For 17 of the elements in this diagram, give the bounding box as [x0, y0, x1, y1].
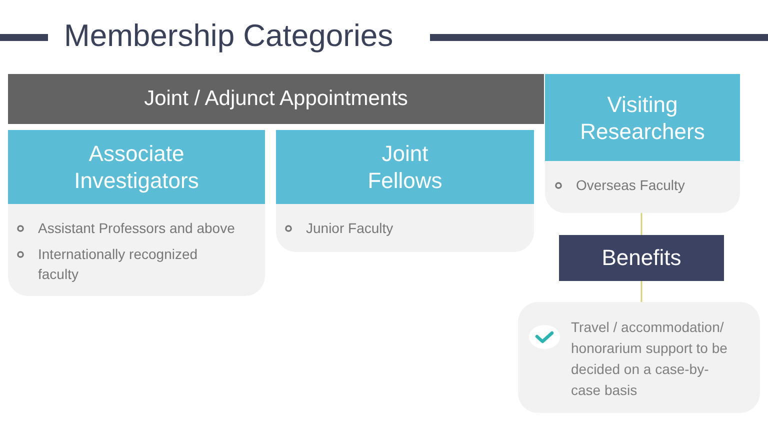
connector-line — [640, 213, 642, 235]
list-item-text: Junior Faculty — [306, 219, 394, 238]
group-banner: Joint / Adjunct Appointments — [8, 74, 544, 124]
benefit-text: Travel / accommodation/ honorarium support to be decided on a case-by-case basis — [571, 318, 728, 400]
category-card — [276, 130, 534, 252]
benefits-banner: Benefits — [559, 235, 724, 281]
connector-line — [640, 281, 642, 302]
card-header: Visiting Researchers — [545, 74, 740, 161]
card-header: Joint Fellows — [276, 130, 534, 204]
card-header: Associate Investigators — [8, 130, 265, 204]
page-title: Membership Categories — [64, 17, 394, 55]
list-item-text: Assistant Professors and above — [38, 219, 235, 238]
list-item-text: Overseas Faculty — [576, 176, 685, 195]
list-item-text: Internationally recognized faculty — [38, 245, 199, 284]
category-card — [8, 130, 265, 296]
category-card — [545, 74, 740, 213]
benefit-card — [518, 302, 760, 413]
